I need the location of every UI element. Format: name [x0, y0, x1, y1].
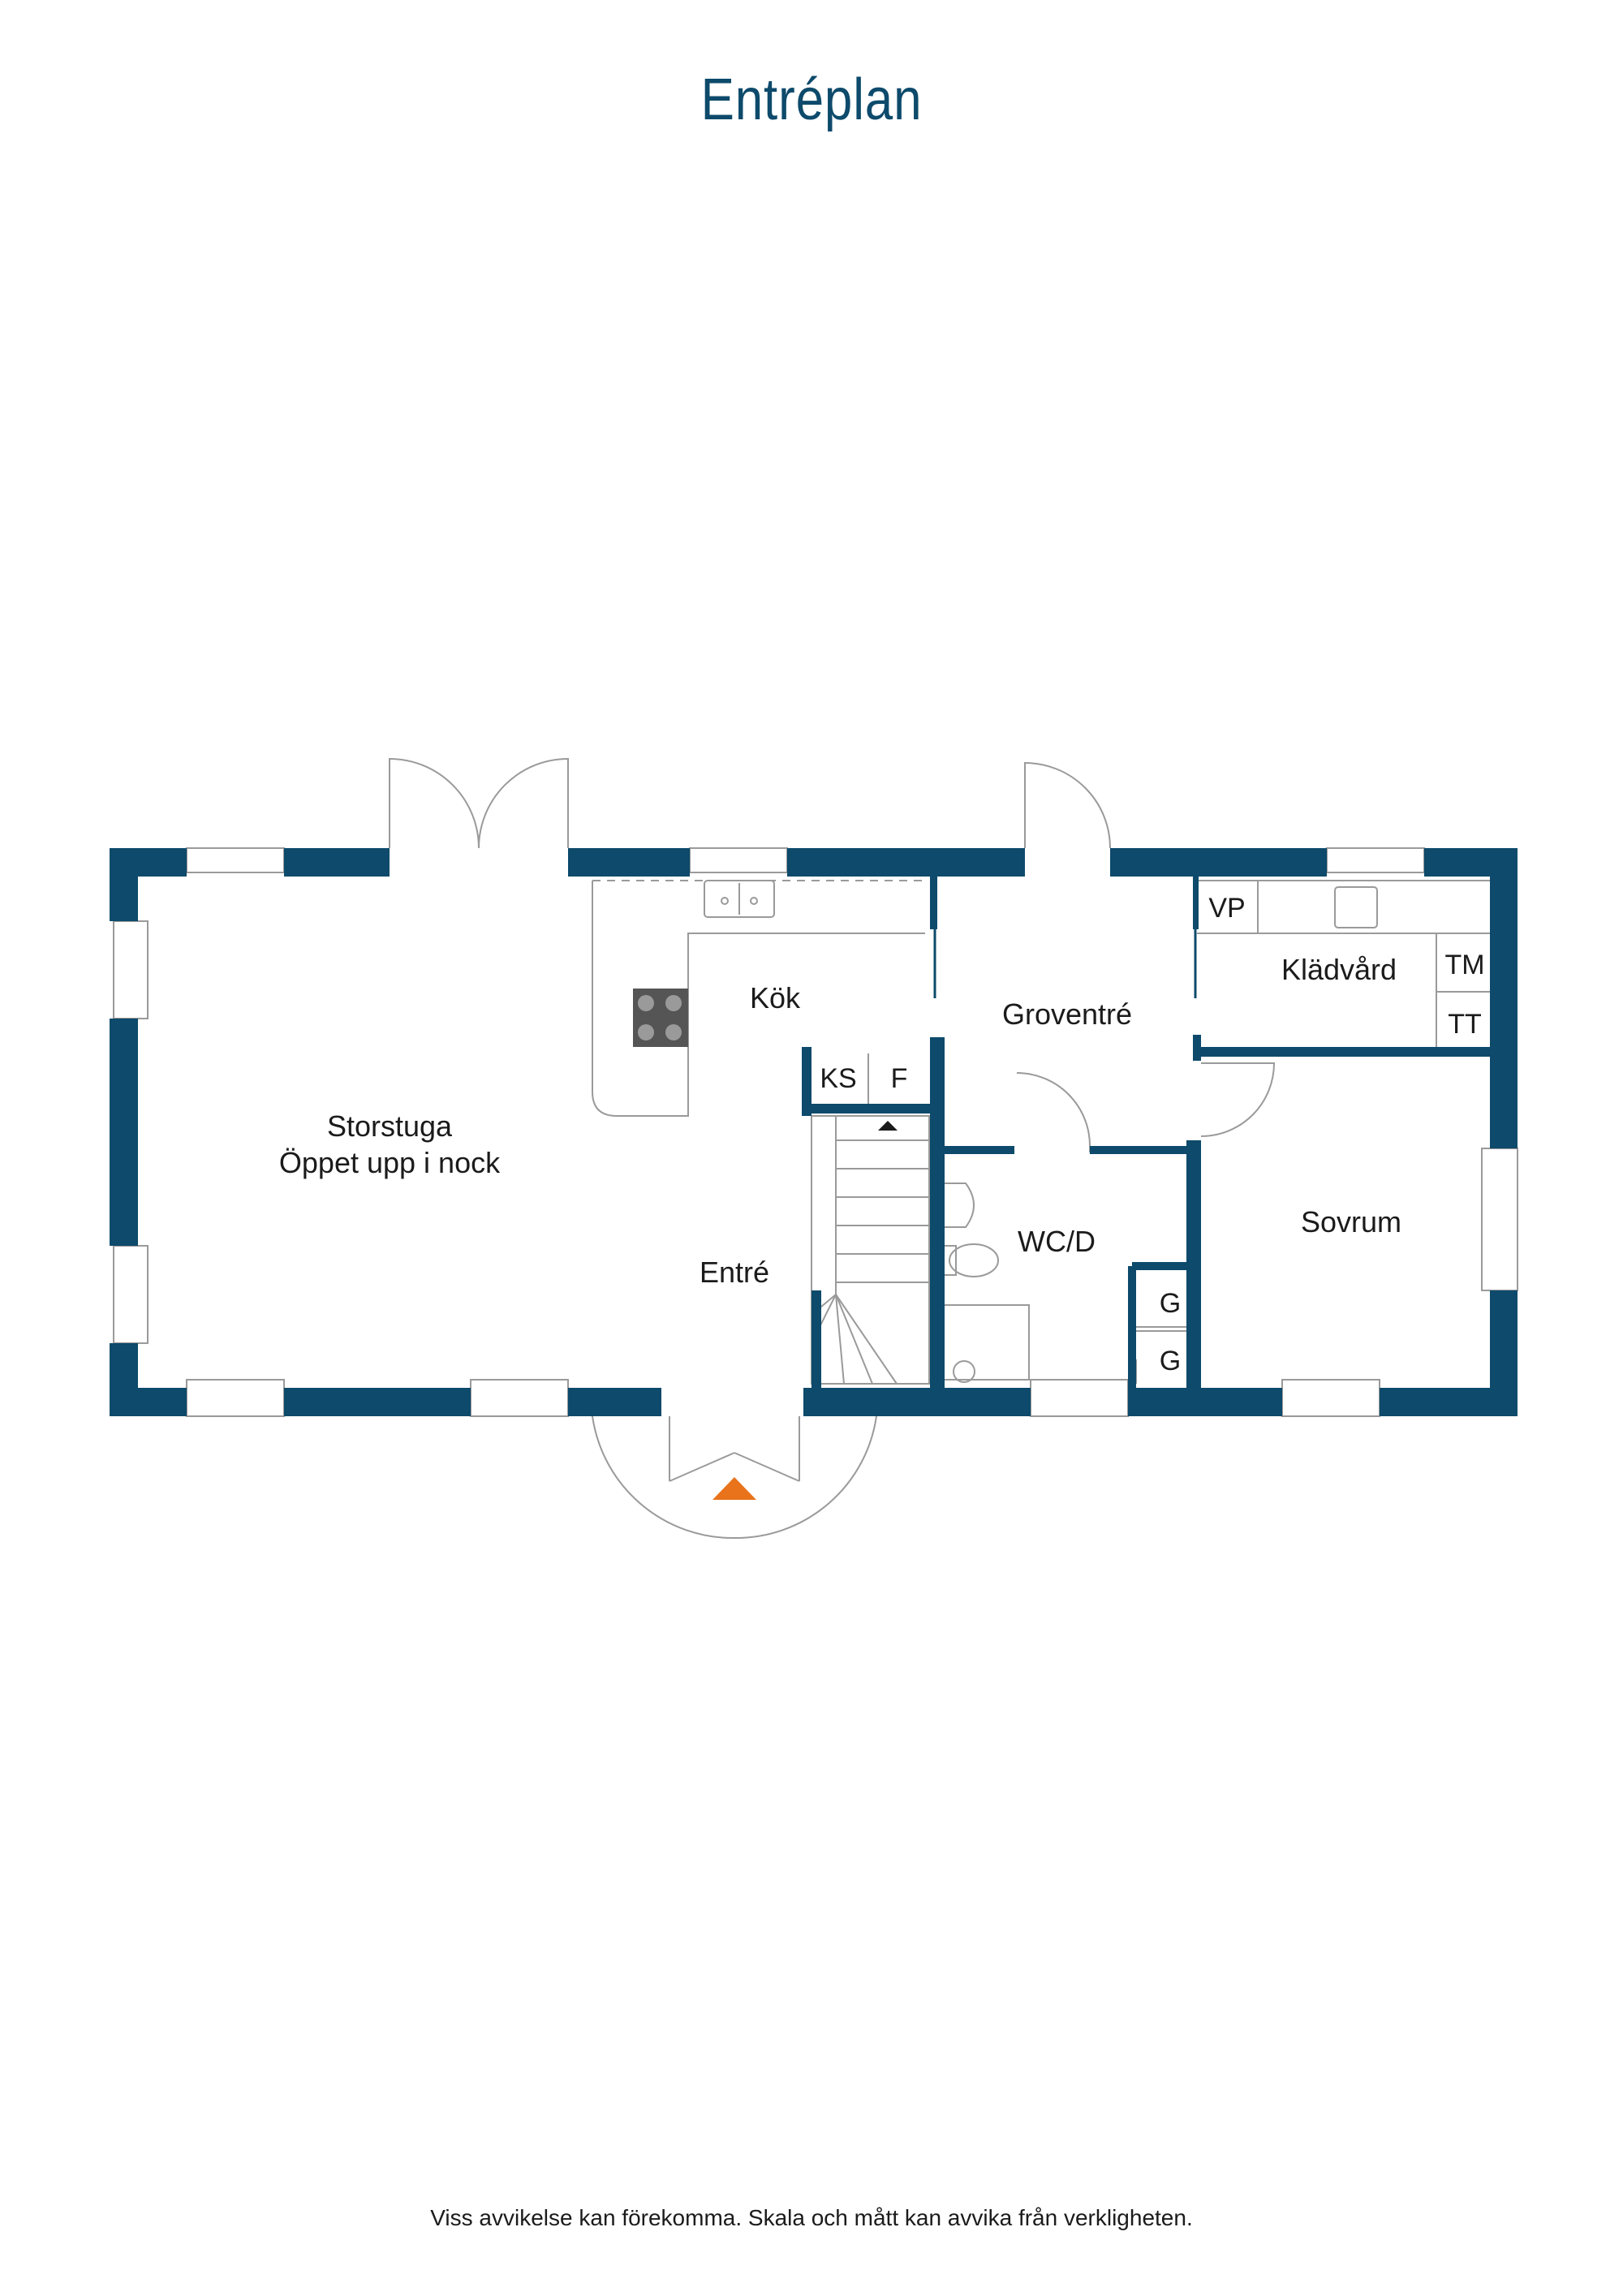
room-label-kok: Kök: [750, 981, 801, 1014]
room-label-storstuga: Storstuga: [327, 1109, 453, 1143]
fixture-label-vp: VP: [1208, 893, 1245, 924]
shower-area: [943, 1304, 1030, 1381]
sovrum-door: [1200, 1062, 1276, 1137]
fixture-label-tt: TT: [1448, 1009, 1482, 1040]
room-label-entre: Entré: [700, 1256, 769, 1289]
entrance-arrow-icon: [712, 1477, 756, 1500]
stove-icon: [633, 989, 688, 1047]
kitchen-sink-icon: [704, 880, 775, 918]
page-title: Entréplan: [700, 67, 923, 132]
utility-sink-icon: [1334, 886, 1378, 928]
fixture-label-tm: TM: [1444, 950, 1484, 980]
patio-door-left: [389, 757, 480, 849]
walls: [110, 848, 1518, 1416]
patio-door-right: [478, 757, 569, 849]
room-label-sovrum: Sovrum: [1301, 1205, 1401, 1238]
room-label-groventre: Groventré: [1002, 997, 1132, 1031]
wc-door: [1016, 1072, 1091, 1152]
front-door: [592, 1415, 877, 1540]
stair-up-arrow-icon: [878, 1121, 898, 1131]
fixture-label-ks: KS: [820, 1063, 856, 1094]
disclaimer: Viss avvikelse kan förekomma. Skala och …: [430, 2205, 1193, 2230]
room-label-wc: WC/D: [1018, 1225, 1096, 1258]
back-door: [1024, 761, 1111, 849]
fixture-label-f: F: [891, 1063, 908, 1094]
fixture-label-g1: G: [1160, 1288, 1181, 1319]
fixture-label-g2: G: [1160, 1346, 1181, 1376]
door-jambs: [933, 929, 1197, 998]
staircase: [811, 1115, 930, 1385]
washbasin-icon: [944, 1182, 975, 1228]
kitchen-counter: [592, 881, 925, 1117]
toilet-icon: [949, 1243, 999, 1277]
room-label-kladvard: Klädvård: [1281, 953, 1397, 986]
room-label-storstuga-sub: Öppet upp i nock: [279, 1146, 501, 1179]
